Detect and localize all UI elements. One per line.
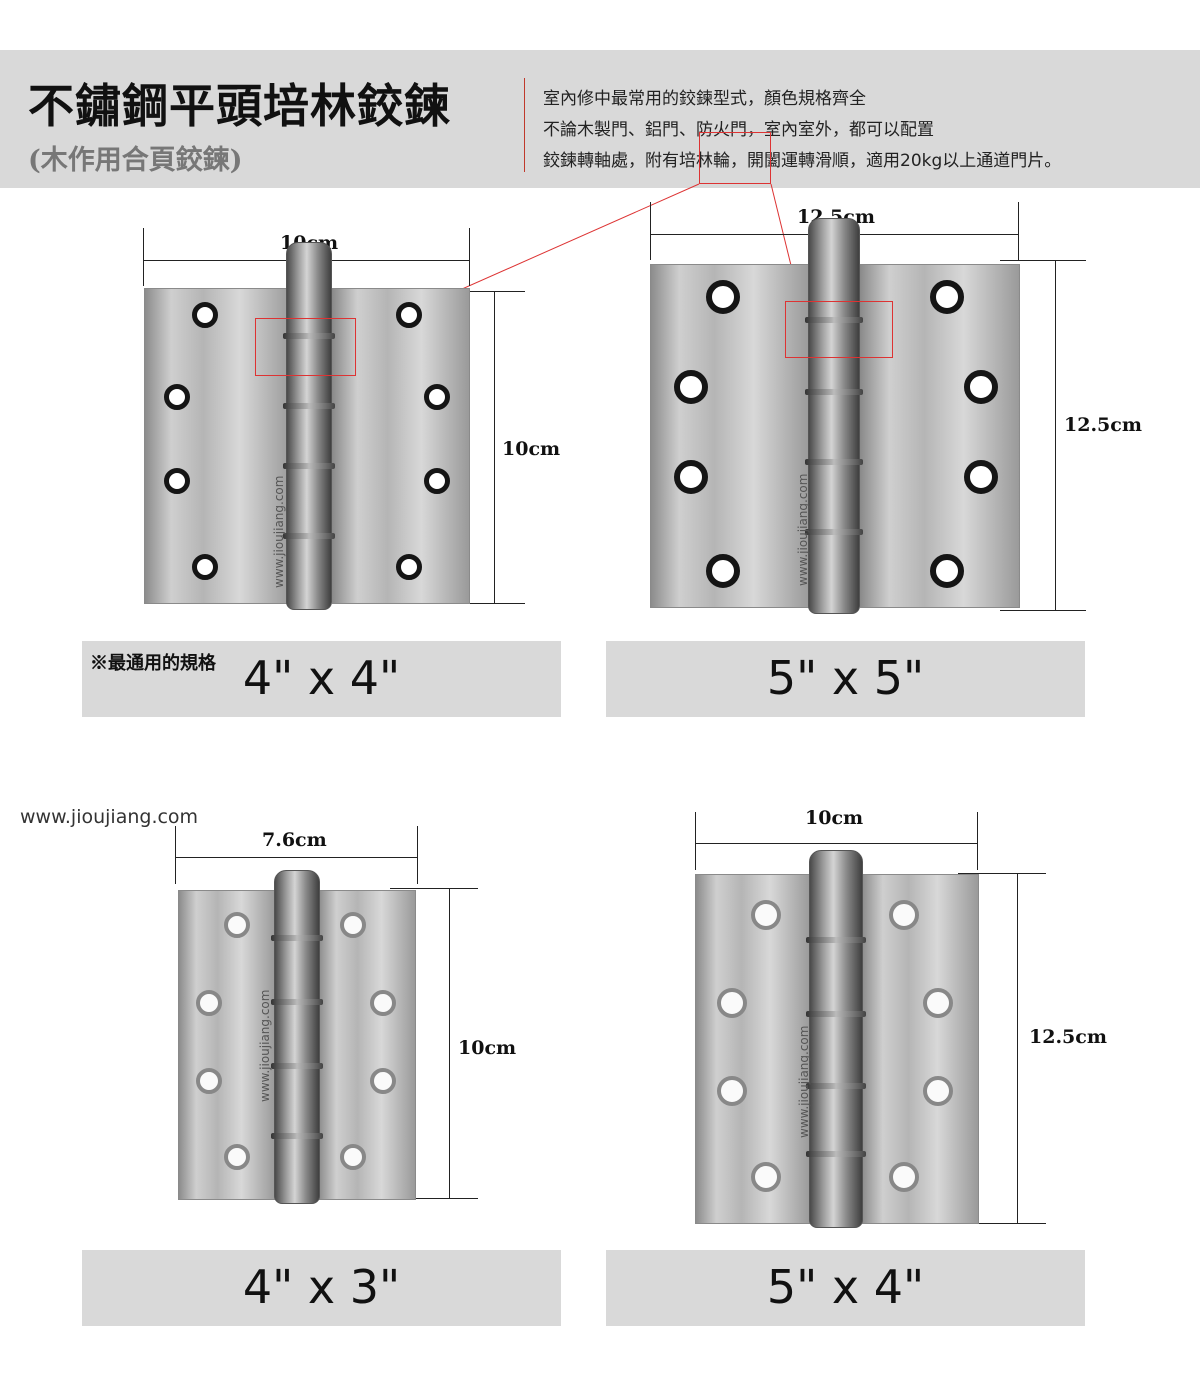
size-label: 4" x 4" [242, 651, 401, 705]
screw-hole [964, 460, 998, 494]
bearing-highlight-box [785, 301, 893, 358]
screw-hole [751, 900, 781, 930]
screw-hole [930, 280, 964, 314]
dim-tick [650, 202, 651, 260]
description-line-3: 鉸鍊轉軸處，附有培林輪，開闔運轉滑順，適用20kg以上通道門片。 [543, 151, 1062, 171]
dim-tick [1000, 260, 1086, 261]
screw-hole [706, 554, 740, 588]
screw-hole [196, 990, 222, 1016]
screw-hole [370, 1068, 396, 1094]
screw-hole [889, 1162, 919, 1192]
hinge-knuckle [805, 218, 863, 614]
hinge-leaf [861, 874, 979, 1224]
page-subtitle: (木作用合頁鉸鍊) [28, 145, 243, 176]
screw-hole [224, 1144, 250, 1170]
header-band [0, 50, 1200, 188]
dim-tick [390, 1198, 478, 1199]
screw-hole [192, 554, 218, 580]
screw-hole [674, 460, 708, 494]
size-label-bar: 5" x 4" [606, 1250, 1085, 1326]
watermark-text: www.jioujiang.com [272, 475, 286, 588]
header-divider [524, 78, 525, 172]
screw-hole [224, 912, 250, 938]
size-label: 5" x 4" [766, 1260, 925, 1314]
hinge-image-4x4: www.jioujiang.com [144, 240, 470, 612]
dim-tick [390, 888, 478, 889]
screw-hole [192, 302, 218, 328]
screw-hole [340, 1144, 366, 1170]
size-label: 5" x 5" [766, 651, 925, 705]
screw-hole [340, 912, 366, 938]
dim-tick [695, 812, 696, 870]
height-label: 12.5cm [1064, 414, 1142, 436]
size-label-bar: 4" x 3" [82, 1250, 561, 1326]
hinge-knuckle [283, 242, 335, 610]
watermark-text: www.jioujiang.com [258, 989, 272, 1102]
width-dimension-line [175, 857, 418, 858]
height-label: 10cm [502, 438, 561, 460]
hinge-leaf [318, 890, 416, 1200]
screw-hole [964, 370, 998, 404]
screw-hole [923, 988, 953, 1018]
watermark-text: www.jioujiang.com [796, 473, 810, 586]
screw-hole [164, 384, 190, 410]
hinge-leaf [650, 264, 810, 608]
hinge-image-5x4: www.jioujiang.com [695, 848, 979, 1230]
hinge-leaf [144, 288, 292, 604]
screw-hole [196, 1068, 222, 1094]
watermark-text: www.jioujiang.com [797, 1025, 811, 1138]
dim-tick [143, 228, 144, 286]
most-common-note: ※最通用的規格 [90, 653, 216, 674]
screw-hole [424, 384, 450, 410]
site-url: www.jioujiang.com [20, 806, 199, 828]
bearing-highlight-box [699, 132, 771, 184]
hinge-leaf [860, 264, 1020, 608]
size-label-bar: 5" x 5" [606, 641, 1085, 717]
size-label-bar: ※最通用的規格 4" x 4" [82, 641, 561, 717]
height-dimension-line [494, 291, 495, 604]
dim-tick [977, 812, 978, 870]
hinge-image-5x5: www.jioujiang.com [650, 216, 1020, 616]
dim-tick [175, 826, 176, 884]
screw-hole [396, 302, 422, 328]
screw-hole [164, 468, 190, 494]
screw-hole [930, 554, 964, 588]
size-label: 4" x 3" [242, 1260, 401, 1314]
dim-tick [417, 826, 418, 884]
hinge-leaf [695, 874, 811, 1224]
hinge-knuckle [806, 850, 866, 1228]
screw-hole [751, 1162, 781, 1192]
dim-tick [958, 1223, 1046, 1224]
height-label: 10cm [458, 1037, 517, 1059]
screw-hole [717, 988, 747, 1018]
screw-hole [674, 370, 708, 404]
screw-hole [706, 280, 740, 314]
screw-hole [424, 468, 450, 494]
height-label: 12.5cm [1029, 1026, 1107, 1048]
description-line-2: 不論木製門、鋁門、防火門，室內室外，都可以配置 [543, 120, 934, 140]
dim-tick [465, 291, 525, 292]
height-dimension-line [1017, 873, 1018, 1224]
page-title: 不鏽鋼平頭培林鉸鍊 [28, 79, 451, 133]
dim-tick [469, 228, 470, 286]
hinge-knuckle [271, 870, 323, 1204]
dim-tick [958, 873, 1046, 874]
dim-tick [1018, 202, 1019, 260]
screw-hole [889, 900, 919, 930]
bearing-highlight-box [255, 318, 356, 376]
screw-hole [370, 990, 396, 1016]
dim-tick [465, 603, 525, 604]
screw-hole [923, 1076, 953, 1106]
width-label: 7.6cm [262, 829, 327, 851]
screw-hole [717, 1076, 747, 1106]
screw-hole [396, 554, 422, 580]
dim-tick [1000, 610, 1086, 611]
height-dimension-line [1055, 260, 1056, 611]
width-label: 10cm [805, 807, 864, 829]
hinge-image-4x3: www.jioujiang.com [178, 868, 416, 1206]
width-dimension-line [695, 843, 978, 844]
description-line-1: 室內修中最常用的鉸鍊型式，顏色規格齊全 [543, 89, 866, 109]
height-dimension-line [449, 888, 450, 1199]
